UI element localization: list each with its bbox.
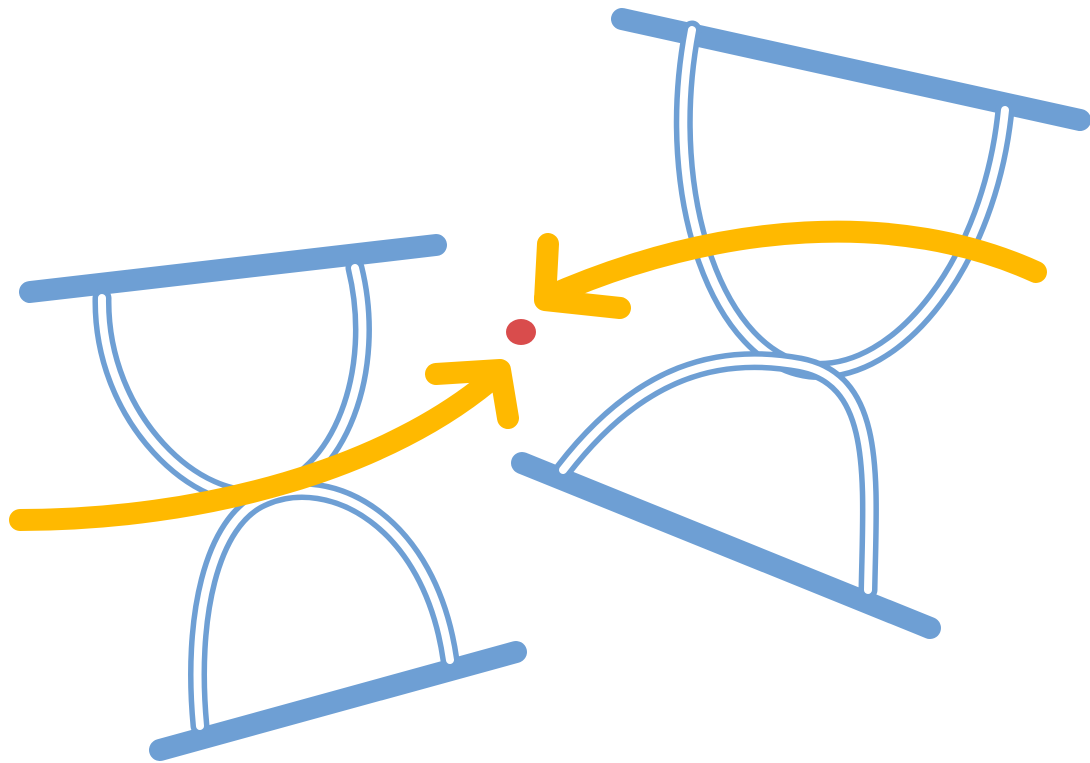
- right-lower-loop: [553, 351, 879, 600]
- right-upper-loop-gap: [679, 26, 1009, 375]
- right-bottom-mirror: [511, 452, 941, 639]
- right-curved-arrow-icon: [534, 220, 1047, 319]
- left-curved-arrow-icon: [9, 359, 519, 531]
- left-bottom-mirror: [149, 641, 527, 761]
- right-arrow-shaft: [534, 220, 1047, 309]
- focal-point-dot-icon: [506, 319, 536, 345]
- left-arrow-shaft: [9, 361, 511, 531]
- right-lower-loop-gap: [559, 356, 874, 594]
- right-hourglass-unit: [511, 8, 1090, 639]
- left-top-mirror: [19, 234, 447, 303]
- right-arrow-head: [534, 233, 631, 319]
- left-arrow-head: [425, 359, 519, 429]
